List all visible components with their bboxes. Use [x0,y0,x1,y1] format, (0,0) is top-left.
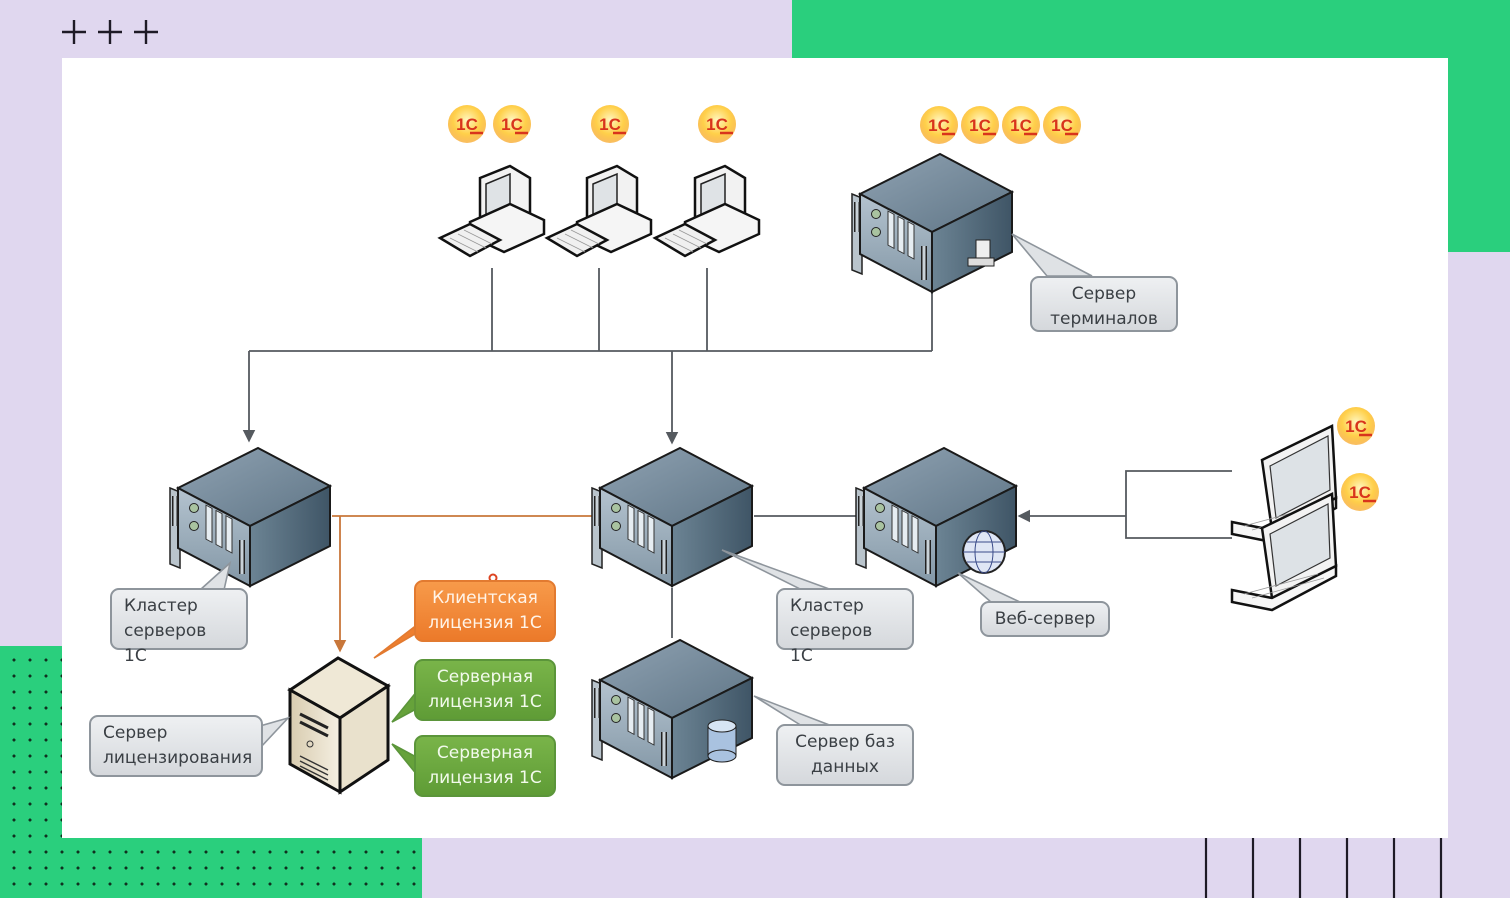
1c-badge-icon [1339,471,1381,513]
globe-icon [962,530,1006,574]
callout-line: серверов 1С [124,621,207,666]
diagram-canvas: 1C [62,58,1448,838]
plus-icon [62,20,86,44]
callout-license-server: Сервер лицензирования [89,715,263,777]
callout-line: Кластер [124,596,198,616]
callout-line: лицензия 1С [428,692,542,712]
workstation-2 [545,164,653,258]
callout-line: Серверная [436,743,534,763]
callout-line: Клиентская [432,588,538,608]
workstation-1 [438,164,546,258]
1c-badge-icon [1000,104,1042,146]
1c-badge-icon [959,104,1001,146]
decor-plus-marks [62,20,158,44]
callout-cluster-left: Кластер серверов 1С [110,588,248,666]
license-badges-workstation-1 [446,103,533,145]
callout-line: Сервер [103,723,168,743]
terminal-server [852,154,1012,292]
database-icon [707,719,737,763]
1c-badge-icon [491,103,533,145]
plus-icon [134,20,158,44]
callout-line: терминалов [1050,309,1158,329]
1c-badge-icon [696,103,738,145]
server-license-badge-2: Серверная лицензия 1С [414,735,556,797]
callout-line: Серверная [436,667,534,687]
database-server [592,640,752,778]
callout-line: данных [811,757,879,777]
1c-badge-icon [446,103,488,145]
server-license-badge-1: Серверная лицензия 1С [414,659,556,721]
callout-line: лицензия 1С [428,613,542,633]
license-server [287,656,391,795]
callout-line: Веб-сервер [994,609,1096,629]
cluster-server-left [170,448,330,586]
callout-line: Сервер [1071,284,1137,304]
workstation-3 [653,164,761,258]
callout-line: лицензирования [103,748,253,768]
callout-terminal-server: Сервер терминалов [1030,276,1178,332]
1c-badge-icon [589,103,631,145]
connector-laptops [1125,470,1232,539]
callout-db-server: Сервер баз данных [776,724,914,786]
plus-icon [98,20,122,44]
web-server [856,448,1016,586]
license-badges-terminal-server [918,104,1083,146]
callout-cluster-center: Кластер серверов 1С [776,588,914,666]
decor-vertical-stripes [1204,838,1443,898]
callout-line: серверов 1С [790,621,873,666]
callout-line: Кластер [790,596,864,616]
license-connections [332,515,592,653]
callout-web-server: Веб-сервер [980,601,1110,637]
terminal-pc-icon [967,239,995,267]
cluster-server-center [592,448,752,586]
network-connections [242,268,1232,638]
callout-line: Сервер баз [795,732,895,752]
client-license-badge: Клиентская лицензия 1С [414,580,556,642]
callout-line: лицензия 1С [428,768,542,788]
1c-badge-icon [918,104,960,146]
1c-badge-icon [1335,405,1377,447]
network-diagram: 1C [62,103,1381,795]
1c-badge-icon [1041,104,1083,146]
